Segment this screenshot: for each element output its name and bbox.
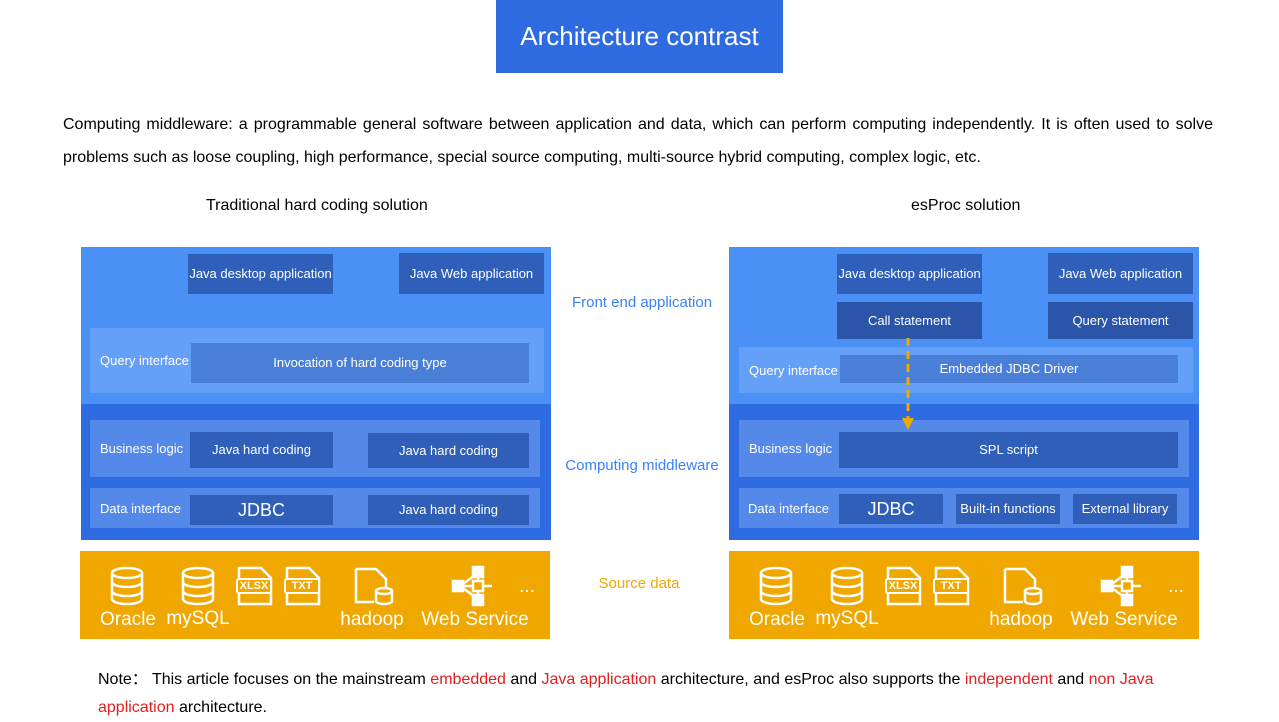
txt-file-icon: TXT — [933, 566, 970, 606]
page-title: Architecture contrast — [496, 0, 783, 73]
xlsx-file-icon: XLSX — [885, 566, 922, 606]
intro-text: Computing middleware: a programmable gen… — [63, 116, 1213, 166]
dashed-arrow-icon — [902, 338, 914, 430]
computing-middleware-label: Computing middleware — [565, 457, 719, 474]
database-icon — [181, 566, 215, 606]
left-business-label: Business logic — [100, 441, 184, 456]
right-external-box: External library — [1073, 494, 1177, 524]
more-sources-label: ... — [519, 576, 535, 597]
database-icon — [110, 566, 144, 606]
right-data-label: Data interface — [748, 500, 829, 516]
web-service-label: Web Service — [421, 609, 529, 630]
database-icon — [759, 566, 793, 606]
left-bl-box2: Java hard coding — [368, 433, 529, 468]
right-jdbc-box: JDBC — [839, 494, 943, 524]
left-desktop-app-box: Java desktop application — [188, 254, 333, 294]
web-service-icon — [451, 565, 492, 607]
right-call-statement-box: Call statement — [837, 302, 982, 339]
mysql-label: mySQL — [166, 608, 230, 629]
right-builtin-box: Built-in functions — [956, 494, 1060, 524]
left-query-label: Query interface — [100, 353, 189, 368]
right-web-app-box: Java Web application — [1048, 253, 1193, 294]
right-spl-script-box: SPL script — [839, 432, 1178, 468]
front-end-label: Front end application — [571, 294, 713, 311]
right-business-label: Business logic — [749, 441, 833, 456]
more-sources-label: ... — [1168, 576, 1184, 597]
left-di-box2: Java hard coding — [368, 495, 529, 525]
hadoop-label: hadoop — [989, 609, 1053, 630]
web-service-label: Web Service — [1070, 609, 1178, 630]
note-text: Note： This article focuses on the mainst… — [98, 671, 1154, 716]
right-heading: esProc solution — [911, 197, 1021, 214]
left-jdbc-box: JDBC — [190, 495, 333, 525]
right-query-label: Query interface — [749, 362, 838, 378]
source-data-label: Source data — [598, 575, 680, 592]
right-desktop-app-box: Java desktop application — [837, 254, 982, 294]
database-icon — [830, 566, 864, 606]
mysql-label: mySQL — [815, 608, 879, 629]
left-bl-box1: Java hard coding — [190, 432, 333, 468]
xlsx-file-icon: XLSX — [236, 566, 273, 606]
txt-file-icon: TXT — [284, 566, 321, 606]
oracle-label: Oracle — [100, 609, 156, 630]
hadoop-file-icon — [354, 567, 394, 606]
left-web-app-box: Java Web application — [399, 253, 544, 294]
left-heading: Traditional hard coding solution — [206, 197, 428, 214]
right-jdbc-driver-box: Embedded JDBC Driver — [840, 355, 1178, 383]
hadoop-label: hadoop — [340, 609, 404, 630]
left-data-label: Data interface — [100, 500, 181, 516]
hadoop-file-icon — [1003, 567, 1043, 606]
right-query-statement-box: Query statement — [1048, 302, 1193, 339]
left-invocation-box: Invocation of hard coding type — [191, 343, 529, 383]
web-service-icon — [1100, 565, 1141, 607]
oracle-label: Oracle — [749, 609, 805, 630]
